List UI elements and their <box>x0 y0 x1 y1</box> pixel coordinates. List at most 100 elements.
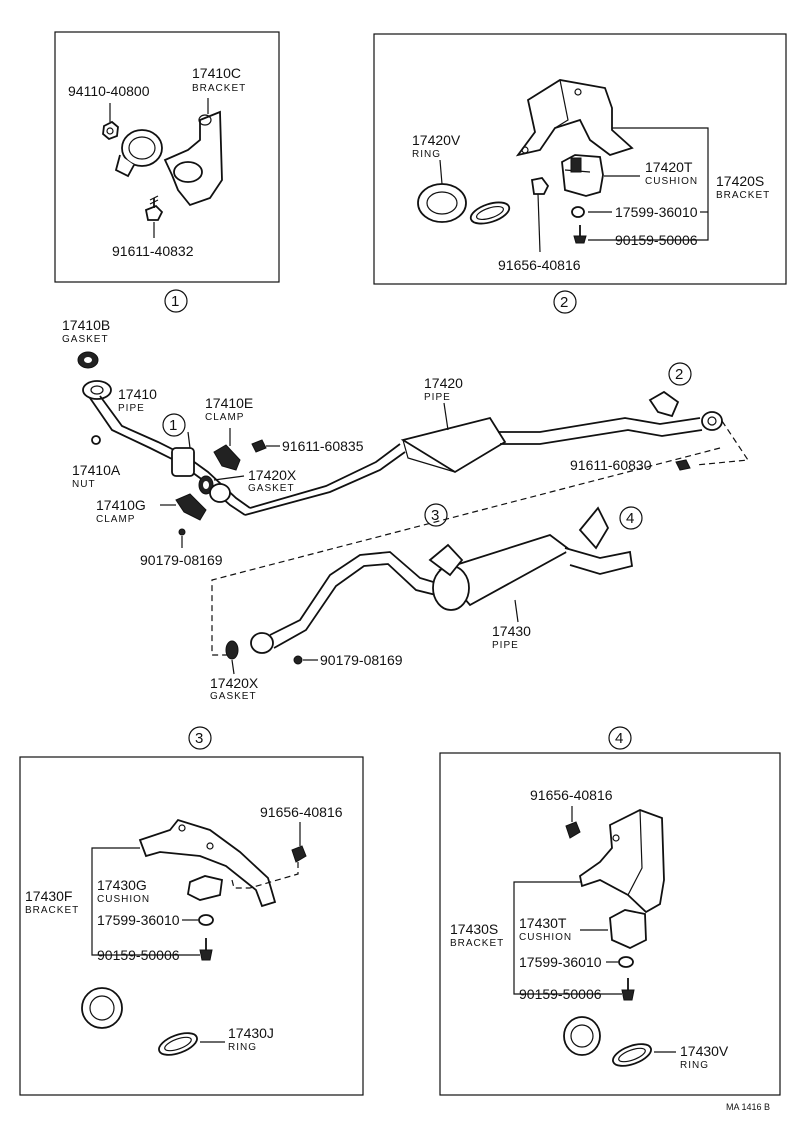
detail-box-4-frame <box>439 752 781 1096</box>
washer-icon <box>571 206 585 218</box>
screw-icon <box>573 225 587 244</box>
clamp-17410e-number: 17410E <box>205 395 253 411</box>
box4-washer-number: 17599-36010 <box>519 954 602 970</box>
box3-washer-number: 17599-36010 <box>97 912 180 928</box>
detail-box-3: 3 <box>19 726 364 1096</box>
bolt-icon <box>144 195 164 238</box>
gasket-icon <box>77 351 99 369</box>
box2-cushion-name: CUSHION <box>645 176 698 187</box>
bolt-91611-60830-number: 91611-60830 <box>570 457 652 473</box>
pipe-17420-name: PIPE <box>424 392 451 403</box>
box2-bracket-number: 17420S <box>716 173 764 189</box>
clamp-icon <box>160 493 207 536</box>
bracket-icon <box>138 818 277 908</box>
ring-icon <box>563 1016 676 1067</box>
box4-cushion-name: CUSHION <box>519 932 572 943</box>
center-pipe-icon <box>244 390 723 516</box>
box2-bolt-number: 91656-40816 <box>498 257 581 273</box>
box3-bolt-number: 91656-40816 <box>260 804 343 820</box>
box4-circle-label: 4 <box>615 730 623 747</box>
diagram-code: MA 1416 B <box>726 1102 770 1112</box>
washer-icon <box>618 956 634 968</box>
bracket-icon <box>163 98 223 207</box>
bolt-icon <box>530 177 550 253</box>
box3-bracket-number: 17430F <box>25 888 72 904</box>
box4-cushion-number: 17430T <box>519 915 567 931</box>
box2-cushion-number: 17420T <box>645 159 693 175</box>
box3-ring-number: 17430J <box>228 1025 274 1041</box>
screw-icon <box>621 978 635 1001</box>
box2-circle-label: 2 <box>560 294 568 311</box>
clamp-17410e-name: CLAMP <box>205 412 244 423</box>
box2-ring-number: 17420V <box>412 132 461 148</box>
bolt-icon <box>675 459 691 471</box>
gasket-17410b-name: GASKET <box>62 334 109 345</box>
box4-bracket-name: BRACKET <box>450 938 504 949</box>
bracket-icon <box>579 809 665 914</box>
main-circle-3: 3 <box>431 507 439 524</box>
pipe-17430-name: PIPE <box>492 640 519 651</box>
box3-cushion-name: CUSHION <box>97 894 150 905</box>
screw-icon <box>199 938 213 961</box>
gasket-17420x-b-number: 17420X <box>210 675 259 691</box>
nut-90179-08169-number: 90179-08169 <box>140 552 223 568</box>
box4-bracket-number: 17430S <box>450 921 498 937</box>
pipe-17420-number: 17420 <box>424 375 463 391</box>
main-circle-4: 4 <box>626 510 634 527</box>
box2-screw-number: 90159-50006 <box>615 232 698 248</box>
ring-icon <box>417 159 511 225</box>
cushion-icon <box>187 875 223 901</box>
main-circle-2: 2 <box>675 366 683 383</box>
gasket-17410b-number: 17410B <box>62 317 110 333</box>
box3-bracket-name: BRACKET <box>25 905 79 916</box>
clamp-icon <box>213 428 241 471</box>
box1-circle-label: 1 <box>171 293 179 310</box>
bolt-icon <box>565 806 581 839</box>
washer-icon <box>198 914 214 926</box>
bolt-icon <box>251 439 280 453</box>
detail-box-1: 94110-40800 17410C BRACKET 91611-40832 1 <box>54 31 280 313</box>
gasket-17420x-b-name: GASKET <box>210 691 257 702</box>
exhaust-clamp-icon <box>114 129 163 178</box>
front-pipe-icon <box>82 380 251 516</box>
gasket-icon <box>198 475 245 503</box>
box4-ring-number: 17430V <box>680 1043 729 1059</box>
nut-icon <box>102 120 119 141</box>
clamp-17410g-number: 17410G <box>96 497 146 513</box>
box3-cushion-number: 17430G <box>97 877 147 893</box>
box4-ring-name: RING <box>680 1060 709 1071</box>
box1-bracket-name: BRACKET <box>192 83 246 94</box>
tail-pipe-muffler-icon <box>225 506 634 665</box>
gasket-17420x-number: 17420X <box>248 467 297 483</box>
nut-90179-08169-b-number: 90179-08169 <box>320 652 403 668</box>
bolt-91611-60835-number: 91611-60835 <box>282 438 364 454</box>
box3-screw-number: 90159-50006 <box>97 947 180 963</box>
box3-ring-name: RING <box>228 1042 257 1053</box>
detail-box-3-frame <box>19 756 364 1096</box>
cushion-icon <box>561 154 604 197</box>
nut-17410a-number: 17410A <box>72 462 121 478</box>
ring-icon <box>81 987 225 1056</box>
detail-box-1-frame <box>54 31 280 283</box>
detail-box-2-frame <box>373 33 787 285</box>
main-circle-1: 1 <box>169 417 177 434</box>
box1-nut-number: 94110-40800 <box>68 83 150 99</box>
nut-17410a-name: NUT <box>72 479 96 490</box>
main-assembly: 17410B GASKET 17410 PIPE 1 17410A NUT 17… <box>62 317 750 702</box>
box1-bracket-number: 17410C <box>192 65 241 81</box>
bolt-icon <box>249 822 307 889</box>
pipe-17430-number: 17430 <box>492 623 531 639</box>
box3-circle-label: 3 <box>195 730 203 747</box>
pipe-17410-number: 17410 <box>118 386 157 402</box>
box1-bolt-number: 91611-40832 <box>112 243 194 259</box>
box2-washer-number: 17599-36010 <box>615 204 698 220</box>
clamp-17410g-name: CLAMP <box>96 514 135 525</box>
box4-screw-number: 90159-50006 <box>519 986 602 1002</box>
box2-ring-name: RING <box>412 149 441 160</box>
cushion-icon <box>609 909 647 949</box>
box2-bracket-name: BRACKET <box>716 190 770 201</box>
bracket-icon <box>515 79 634 157</box>
gasket-17420x-name: GASKET <box>248 483 295 494</box>
detail-box-2: 17420V RING 17420T CUSHION 17420S BRACKE… <box>373 33 787 314</box>
